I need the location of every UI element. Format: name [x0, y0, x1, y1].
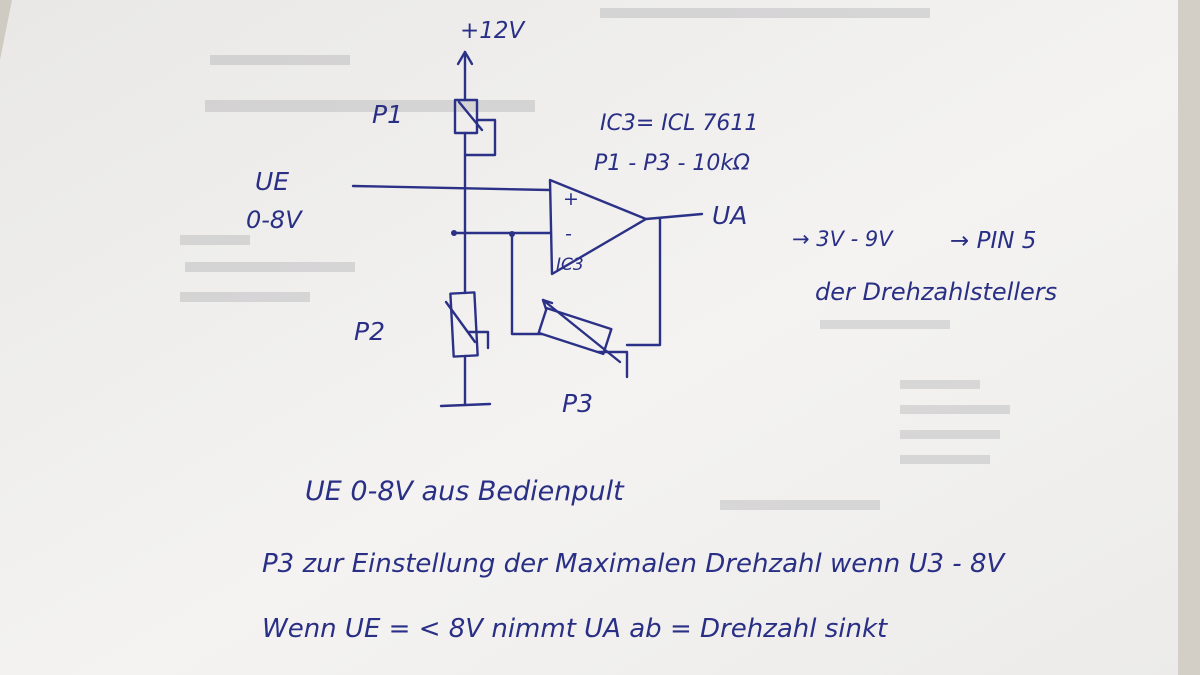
ue-range-label: 0-8V	[246, 206, 303, 234]
output-label: UA	[712, 201, 747, 230]
p3-label: P3	[562, 389, 593, 418]
ue-label: UE	[255, 167, 289, 196]
ic-type-note: IC3= ICL 7611	[600, 111, 758, 136]
supply-label: +12V	[460, 18, 527, 44]
op-amp-plus-label: +	[563, 188, 579, 210]
op-amp-name-label: IC3	[556, 255, 584, 275]
show-through	[180, 8, 1010, 510]
note-line: Wenn UE = < 8V nimmt UA ab = Drehzahl si…	[262, 614, 888, 644]
op-amp-minus-label: -	[565, 223, 572, 245]
circuit-labels: +12V P1 UE 0-8V + - IC3 UA P2 P3 IC3= IC…	[246, 18, 1057, 418]
p2-label: P2	[354, 317, 385, 346]
voltage-range-note: → 3V - 9V	[792, 227, 894, 251]
op-amp-ic3	[548, 178, 648, 276]
pot-value-note: P1 - P3 - 10kΩ	[594, 151, 750, 176]
p2-potentiometer	[449, 291, 479, 358]
circuit-wires	[351, 50, 704, 408]
speed-controller-note: der Drehzahlstellers	[815, 278, 1057, 306]
notes: UE 0-8V aus Bedienpult P3 zur Einstellun…	[262, 476, 1006, 644]
right-table-edge	[1178, 0, 1200, 675]
note-line: UE 0-8V aus Bedienpult	[305, 476, 625, 507]
note-line: P3 zur Einstellung der Maximalen Drehzah…	[262, 549, 1006, 579]
p3-potentiometer	[537, 306, 613, 356]
p1-label: P1	[372, 100, 403, 129]
pin-note: → PIN 5	[950, 228, 1036, 254]
p1-potentiometer	[453, 98, 479, 135]
